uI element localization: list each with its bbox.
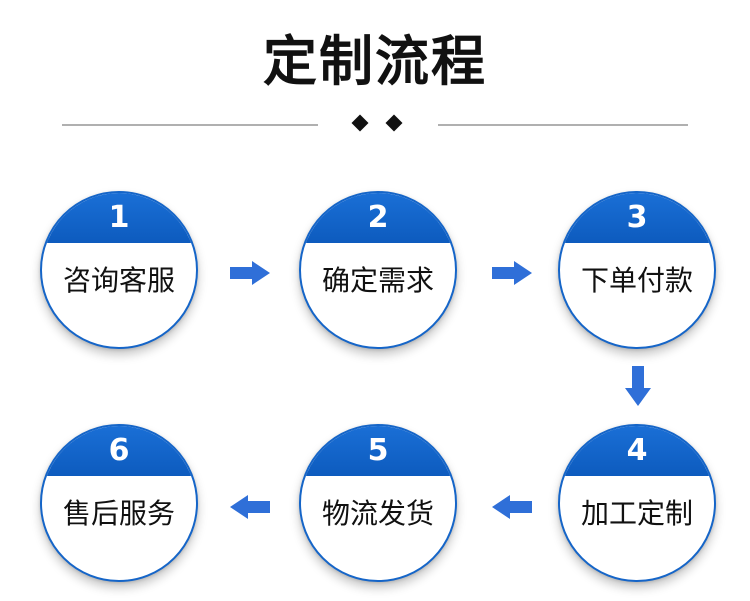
step-3-circle: 3 下单付款: [558, 191, 716, 349]
step-label: 确定需求: [321, 264, 434, 297]
step-label: 加工定制: [580, 497, 693, 530]
step-number: 3: [626, 200, 648, 235]
step-number-cap: [42, 193, 196, 243]
step-label: 下单付款: [580, 264, 693, 297]
step-number-cap: [301, 426, 455, 476]
left-arrow-icon: [230, 495, 270, 519]
step-label: 咨询客服: [62, 264, 175, 297]
left-arrow-icon: [492, 495, 532, 519]
step-1-circle: 1 咨询客服: [40, 191, 198, 349]
step-number: 5: [367, 433, 389, 468]
title-divider-right: [438, 124, 688, 126]
diamond-icon: [351, 114, 369, 132]
title-divider-left: [62, 124, 318, 126]
step-label: 物流发货: [321, 497, 434, 530]
step-5-circle: 5 物流发货: [299, 424, 457, 582]
step-label: 售后服务: [62, 497, 175, 530]
right-arrow-icon: [230, 261, 270, 285]
diamond-icon: [385, 114, 403, 132]
step-2-circle: 2 确定需求: [299, 191, 457, 349]
step-number-cap: [42, 426, 196, 476]
down-arrow-icon: [625, 366, 651, 406]
step-number: 2: [367, 200, 389, 235]
right-arrow-icon: [492, 261, 532, 285]
step-number: 1: [108, 200, 130, 235]
step-4-circle: 4 加工定制: [558, 424, 716, 582]
step-number: 6: [108, 433, 130, 468]
step-number: 4: [626, 433, 648, 468]
step-number-cap: [301, 193, 455, 243]
step-6-circle: 6 售后服务: [40, 424, 198, 582]
page-title: 定制流程: [263, 30, 487, 93]
step-number-cap: [560, 426, 714, 476]
step-number-cap: [560, 193, 714, 243]
